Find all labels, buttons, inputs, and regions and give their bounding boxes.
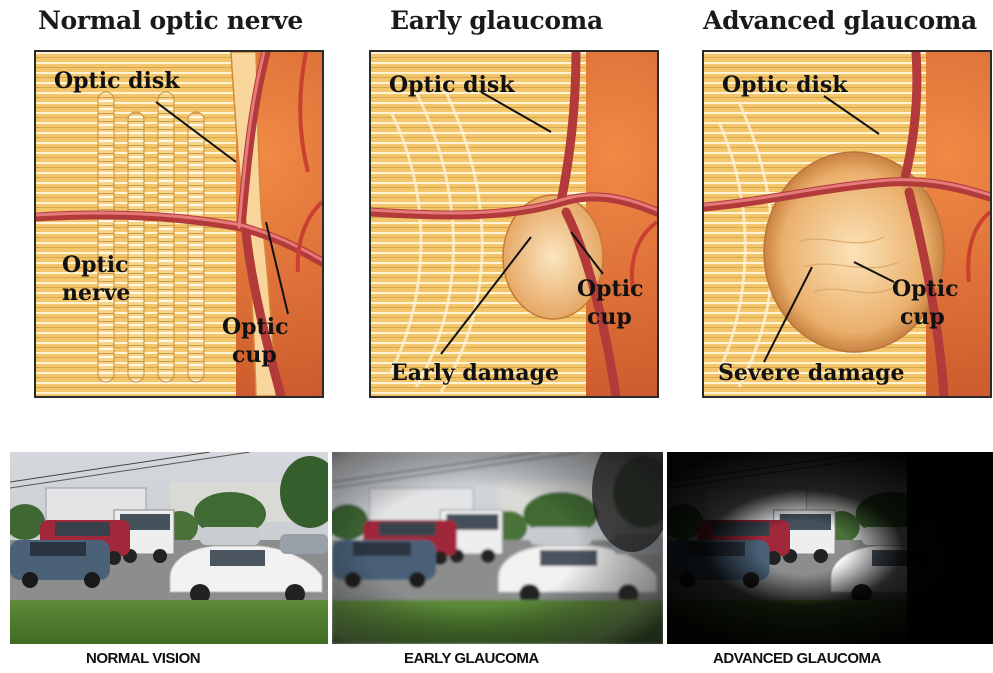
- photo-normal-vision: [10, 452, 328, 644]
- label-optic-cup-2: cup: [587, 304, 632, 330]
- illustration-normal: Optic disk Optic nerve Optic cup: [34, 50, 324, 398]
- label-optic-cup-2: cup: [232, 342, 277, 368]
- label-severe-damage: Severe damage: [718, 360, 904, 386]
- label-optic-disk: Optic disk: [54, 68, 180, 94]
- panel-title-normal: Normal optic nerve: [38, 6, 303, 35]
- panel-title-early: Early glaucoma: [390, 6, 603, 35]
- label-optic-disk: Optic disk: [389, 72, 515, 98]
- illustration-advanced: Optic disk Optic cup Severe damage: [702, 50, 992, 398]
- label-optic-nerve-2: nerve: [62, 280, 130, 306]
- label-early-damage: Early damage: [391, 360, 559, 386]
- photo-early-glaucoma: [332, 452, 663, 644]
- caption-advanced-glaucoma: ADVANCED GLAUCOMA: [713, 650, 881, 667]
- illustration-early: Optic disk Optic cup Early damage: [369, 50, 659, 398]
- label-optic-disk: Optic disk: [722, 72, 848, 98]
- label-optic-cup-1: Optic: [892, 276, 958, 302]
- panel-title-advanced: Advanced glaucoma: [703, 6, 977, 35]
- caption-normal-vision: NORMAL VISION: [86, 650, 200, 667]
- label-optic-nerve-1: Optic: [62, 252, 128, 278]
- caption-early-glaucoma: EARLY GLAUCOMA: [404, 650, 539, 667]
- label-optic-cup-2: cup: [900, 304, 945, 330]
- label-optic-cup-1: Optic: [577, 276, 643, 302]
- photo-advanced-glaucoma: [667, 452, 993, 644]
- label-optic-cup-1: Optic: [222, 314, 288, 340]
